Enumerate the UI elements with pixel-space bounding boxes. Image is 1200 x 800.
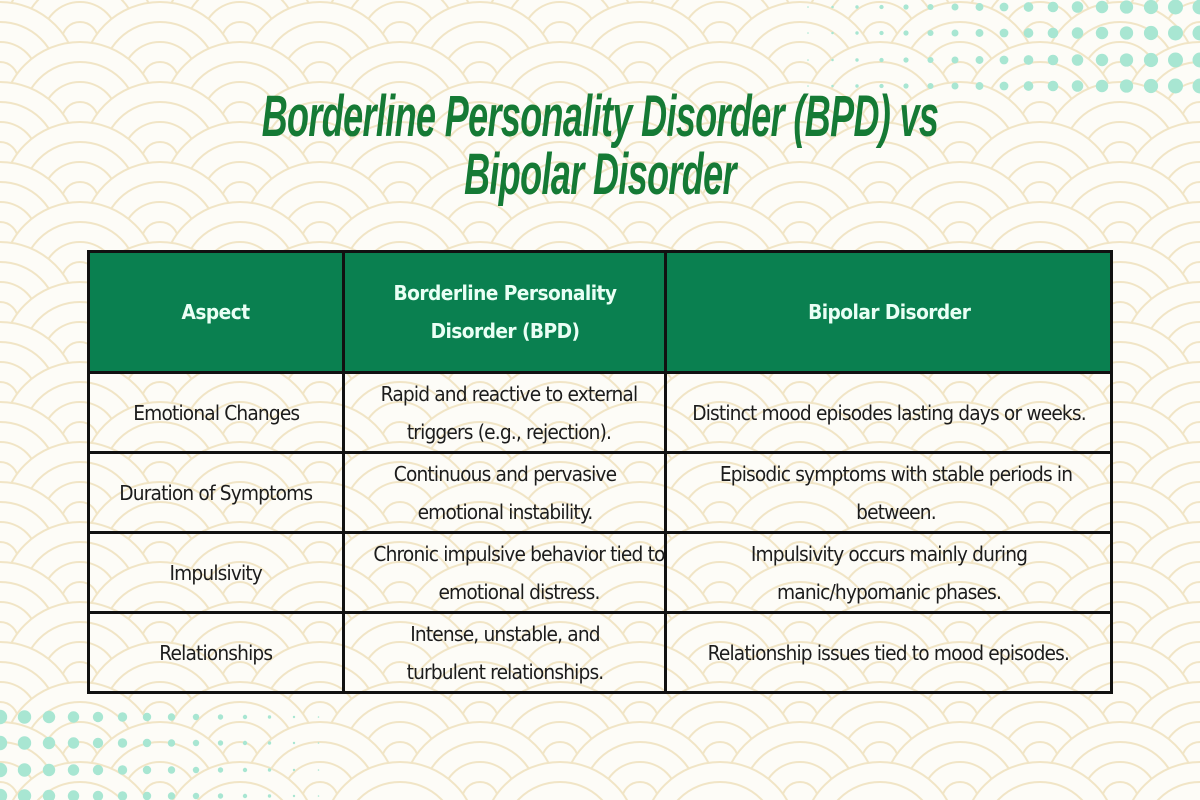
comparison-table: Aspect Borderline Personality Disorder (… [87, 250, 1113, 694]
bipolar-value: Distinct mood episodes lasting days or w… [691, 400, 1086, 425]
header-bpd: Borderline Personality Disorder (BPD) [341, 250, 668, 374]
cell-bpd: Rapid and reactive to external triggers … [341, 371, 668, 454]
bpd-value: Chronic impulsive behavior tied to emoti… [373, 541, 665, 604]
cell-bpd: Continuous and pervasive emotional insta… [341, 451, 668, 534]
aspect-label: Relationships [159, 640, 273, 665]
bipolar-value: Episodic symptoms with stable periods in… [720, 461, 1073, 524]
cell-bipolar: Distinct mood episodes lasting days or w… [664, 371, 1113, 454]
aspect-label: Impulsivity [169, 560, 263, 585]
table-row: Relationships Intense, unstable, and tur… [87, 611, 1113, 694]
cell-bpd: Intense, unstable, and turbulent relatio… [341, 611, 668, 694]
header-aspect-label: Aspect [181, 300, 251, 324]
title-line-2: Bipolar Disorder [464, 142, 736, 207]
header-bipolar-label: Bipolar Disorder [807, 300, 971, 324]
table-row: Emotional Changes Rapid and reactive to … [87, 371, 1113, 454]
cell-bipolar: Impulsivity occurs mainly during manic/h… [664, 531, 1113, 614]
title-line-1: Borderline Personality Disorder (BPD) vs [261, 84, 939, 149]
dot-grid-bottom-left [0, 709, 320, 800]
cell-aspect: Emotional Changes [87, 371, 345, 454]
table-row: Impulsivity Chronic impulsive behavior t… [87, 531, 1113, 614]
table-header-row: Aspect Borderline Personality Disorder (… [87, 250, 1113, 374]
bpd-value: Rapid and reactive to external triggers … [380, 381, 638, 444]
bipolar-value: Relationship issues tied to mood episode… [707, 640, 1070, 665]
bipolar-value: Impulsivity occurs mainly during manic/h… [750, 541, 1028, 604]
bpd-value: Continuous and pervasive emotional insta… [393, 461, 616, 524]
page-title: Borderline Personality Disorder (BPD) vs… [0, 88, 1200, 204]
cell-aspect: Impulsivity [87, 531, 345, 614]
table-row: Duration of Symptoms Continuous and perv… [87, 451, 1113, 534]
aspect-label: Duration of Symptoms [119, 480, 313, 505]
cell-bipolar: Episodic symptoms with stable periods in… [664, 451, 1113, 534]
header-bpd-label: Borderline Personality Disorder (BPD) [393, 281, 617, 343]
dot-grid-top-right [807, 0, 1200, 94]
header-aspect: Aspect [87, 250, 345, 374]
cell-bpd: Chronic impulsive behavior tied to emoti… [341, 531, 668, 614]
cell-bipolar: Relationship issues tied to mood episode… [664, 611, 1113, 694]
aspect-label: Emotional Changes [132, 400, 300, 425]
bpd-value: Intense, unstable, and turbulent relatio… [406, 621, 604, 684]
cell-aspect: Relationships [87, 611, 345, 694]
header-bipolar: Bipolar Disorder [664, 250, 1113, 374]
cell-aspect: Duration of Symptoms [87, 451, 345, 534]
